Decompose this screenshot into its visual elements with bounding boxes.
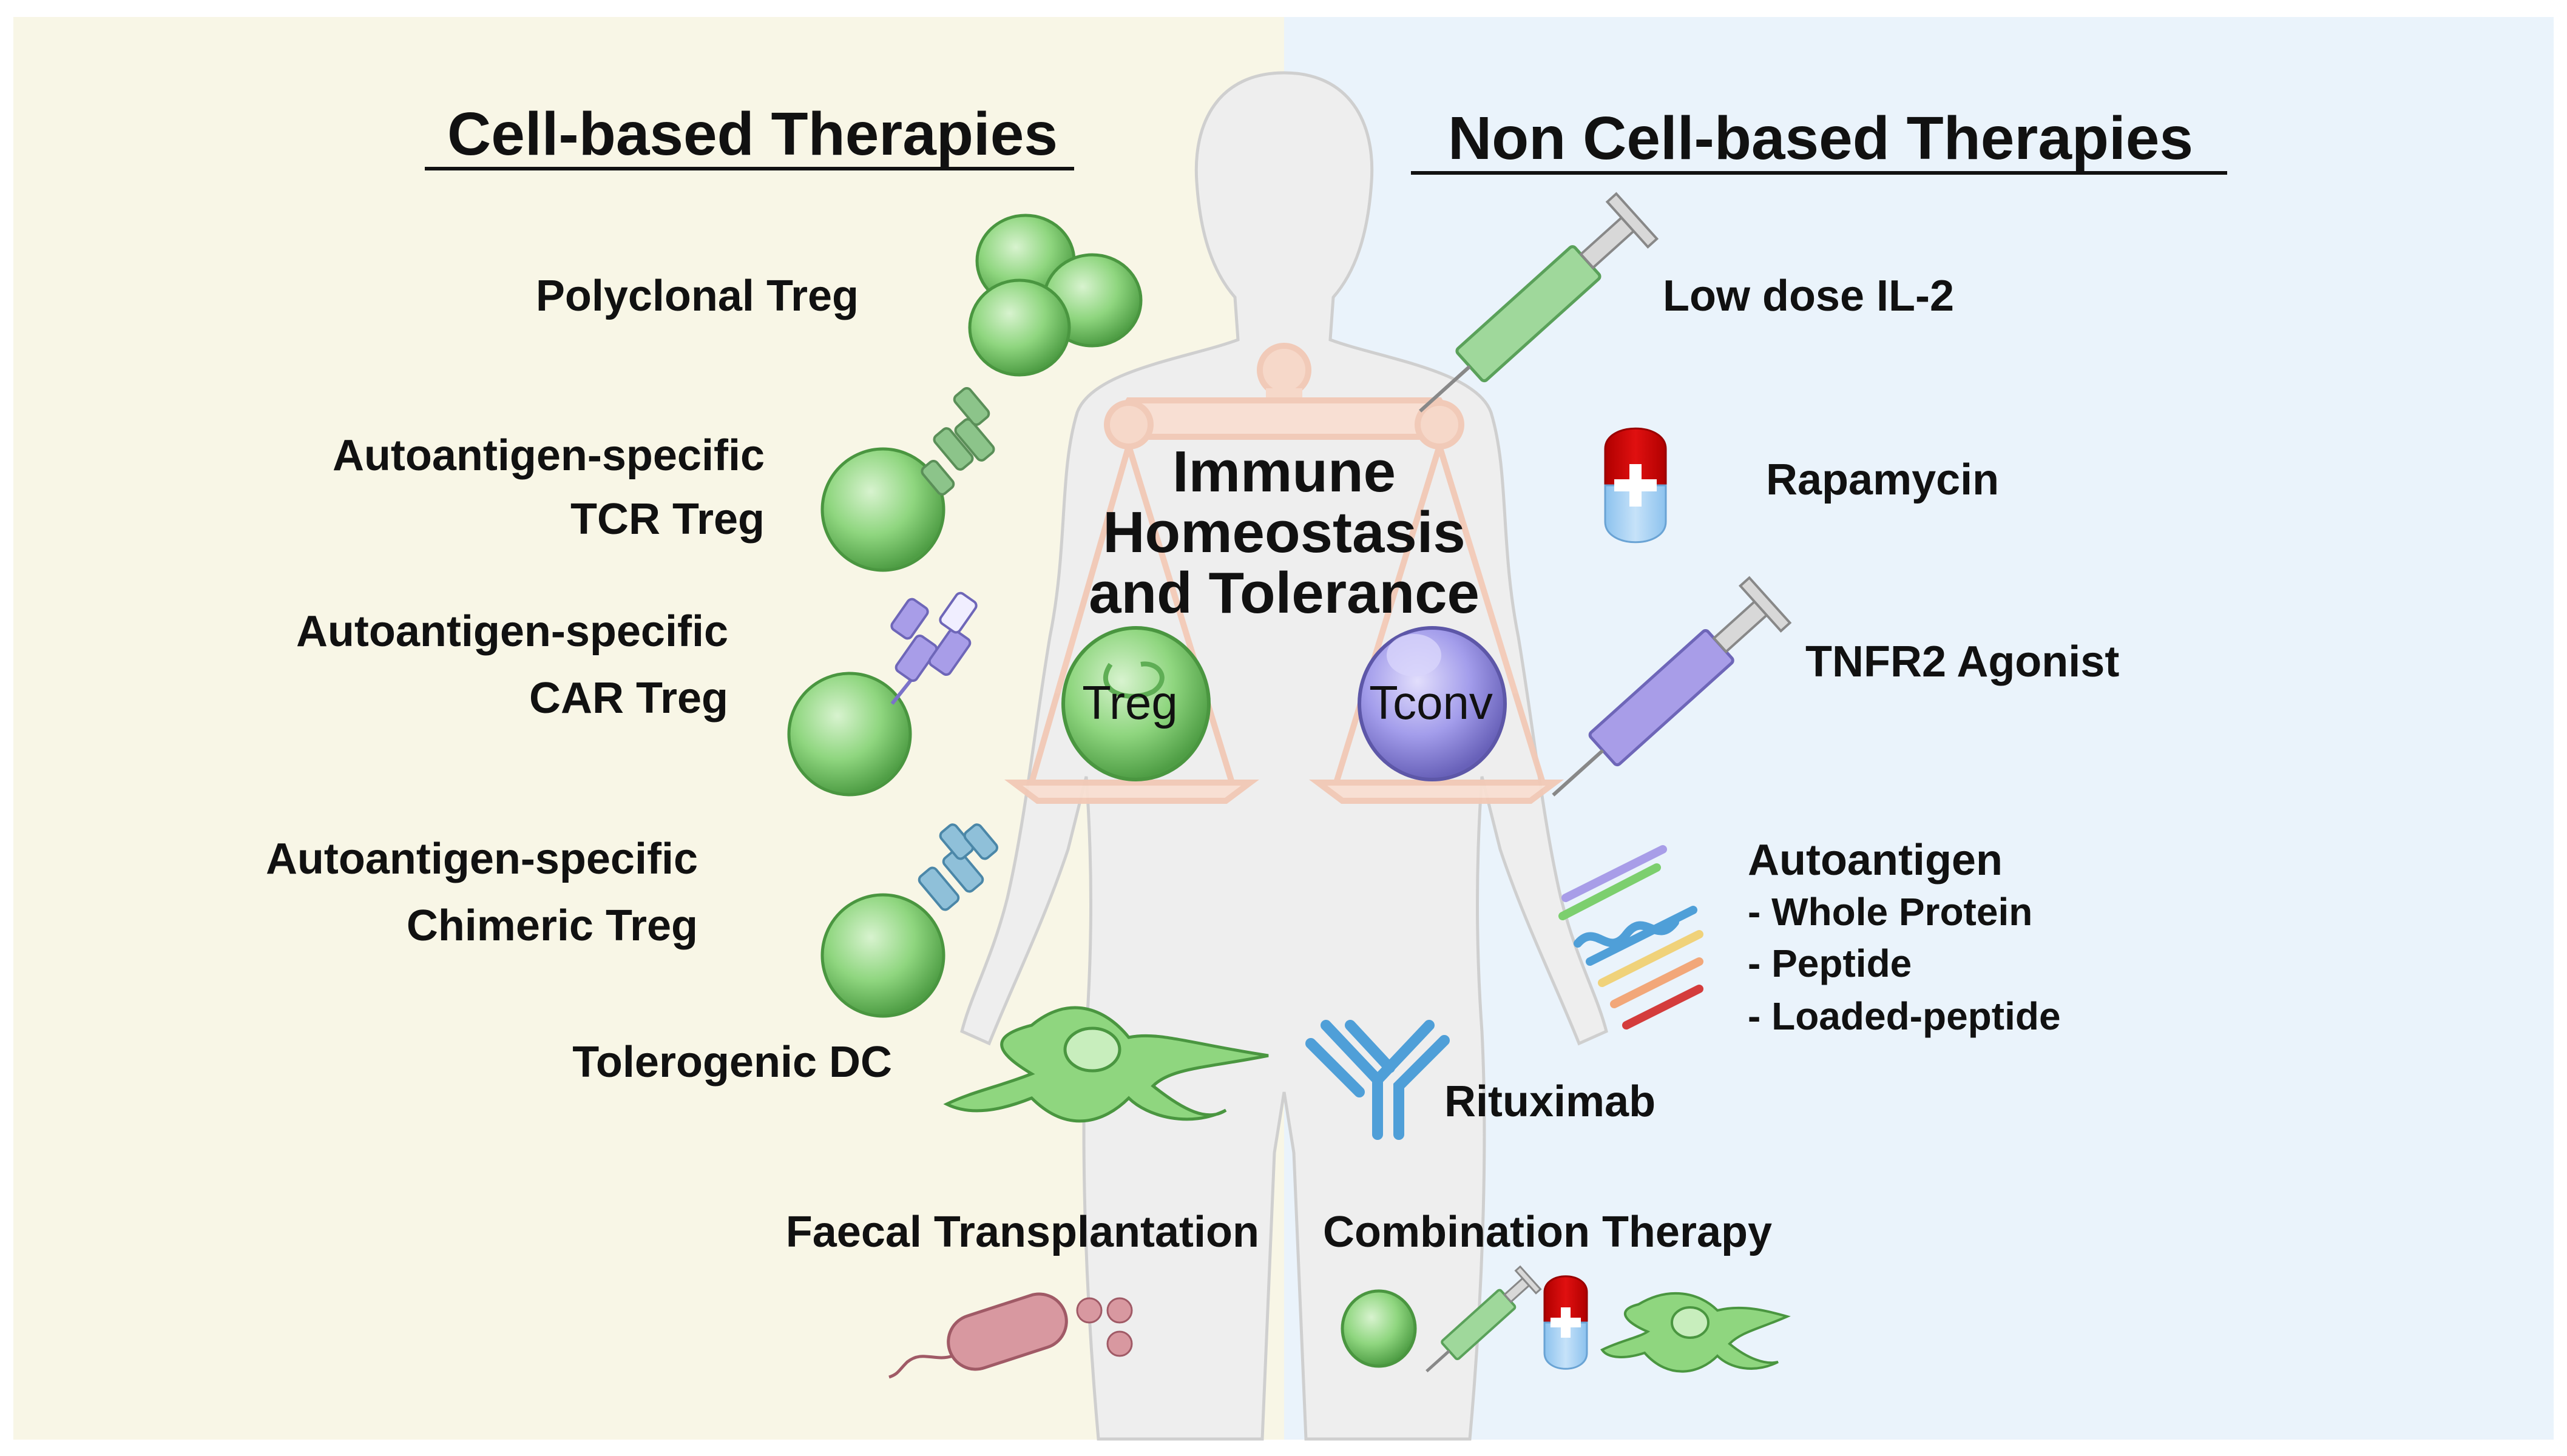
label-autoantigen: Autoantigen [1748, 836, 2003, 885]
label-car-treg-line-1: Autoantigen-specific [296, 607, 728, 656]
tconv-cell-pan [1358, 626, 1507, 781]
combination-syringe-icon [1426, 1265, 1542, 1373]
label-faecal-transplantation: Faecal Transplantation [786, 1208, 1259, 1256]
chimeric-treg-cell-icon [820, 823, 998, 1018]
left-heading: Cell-based Therapies [447, 100, 1058, 168]
balance-scale [1004, 343, 1564, 804]
center-title-line-2: Homeostasis [1103, 500, 1466, 565]
label-chimeric-treg-line-1: Autoantigen-specific [266, 835, 698, 883]
antibody-icon [1305, 1020, 1450, 1140]
polyclonal-treg-cells-icon [968, 214, 1143, 377]
label-chimeric-treg-line-2: Chimeric Treg [407, 902, 698, 950]
treg-cell-pan [1061, 626, 1211, 781]
car-treg-cell-icon [787, 592, 978, 797]
label-tolerogenic-dc: Tolerogenic DC [572, 1038, 892, 1087]
label-tcr-treg-line-2: TCR Treg [570, 495, 765, 544]
protein-structure-icon [1558, 845, 1703, 1030]
label-autoantigen-whole-protein: - Whole Protein [1748, 890, 2032, 934]
combination-dendritic-cell-icon [1600, 1292, 1791, 1373]
label-tnfr2-agonist: TNFR2 Agonist [1805, 638, 2119, 686]
label-tcr-treg-line-1: Autoantigen-specific [333, 431, 765, 480]
label-rituximab: Rituximab [1444, 1077, 1656, 1126]
right-heading: Non Cell-based Therapies [1448, 104, 2193, 172]
bacterium-icon [888, 1292, 1133, 1379]
dendritic-cell-icon [943, 1006, 1269, 1123]
tcr-treg-cell-icon [820, 387, 995, 572]
combination-treg-cell-icon [1341, 1289, 1417, 1368]
label-combination-therapy: Combination Therapy [1323, 1208, 1772, 1256]
label-autoantigen-peptide: - Peptide [1748, 942, 1912, 985]
combination-pill-icon [1543, 1275, 1588, 1370]
tconv-pan-label: Tconv [1369, 676, 1493, 729]
center-title-line-1: Immune [1172, 439, 1396, 504]
syringe-tnfr2-icon [1552, 576, 1792, 797]
label-autoantigen-loaded-peptide: - Loaded-peptide [1748, 994, 2061, 1038]
label-rapamycin: Rapamycin [1766, 456, 1999, 504]
treg-pan-label: Treg [1082, 676, 1178, 729]
rapamycin-pill-icon [1604, 427, 1667, 544]
label-polyclonal-treg: Polyclonal Treg [536, 272, 859, 320]
label-low-dose-il2: Low dose IL-2 [1663, 272, 1954, 320]
syringe-il2-icon [1419, 192, 1659, 413]
label-car-treg-line-2: CAR Treg [529, 674, 728, 723]
center-title-line-3: and Tolerance [1089, 561, 1480, 625]
